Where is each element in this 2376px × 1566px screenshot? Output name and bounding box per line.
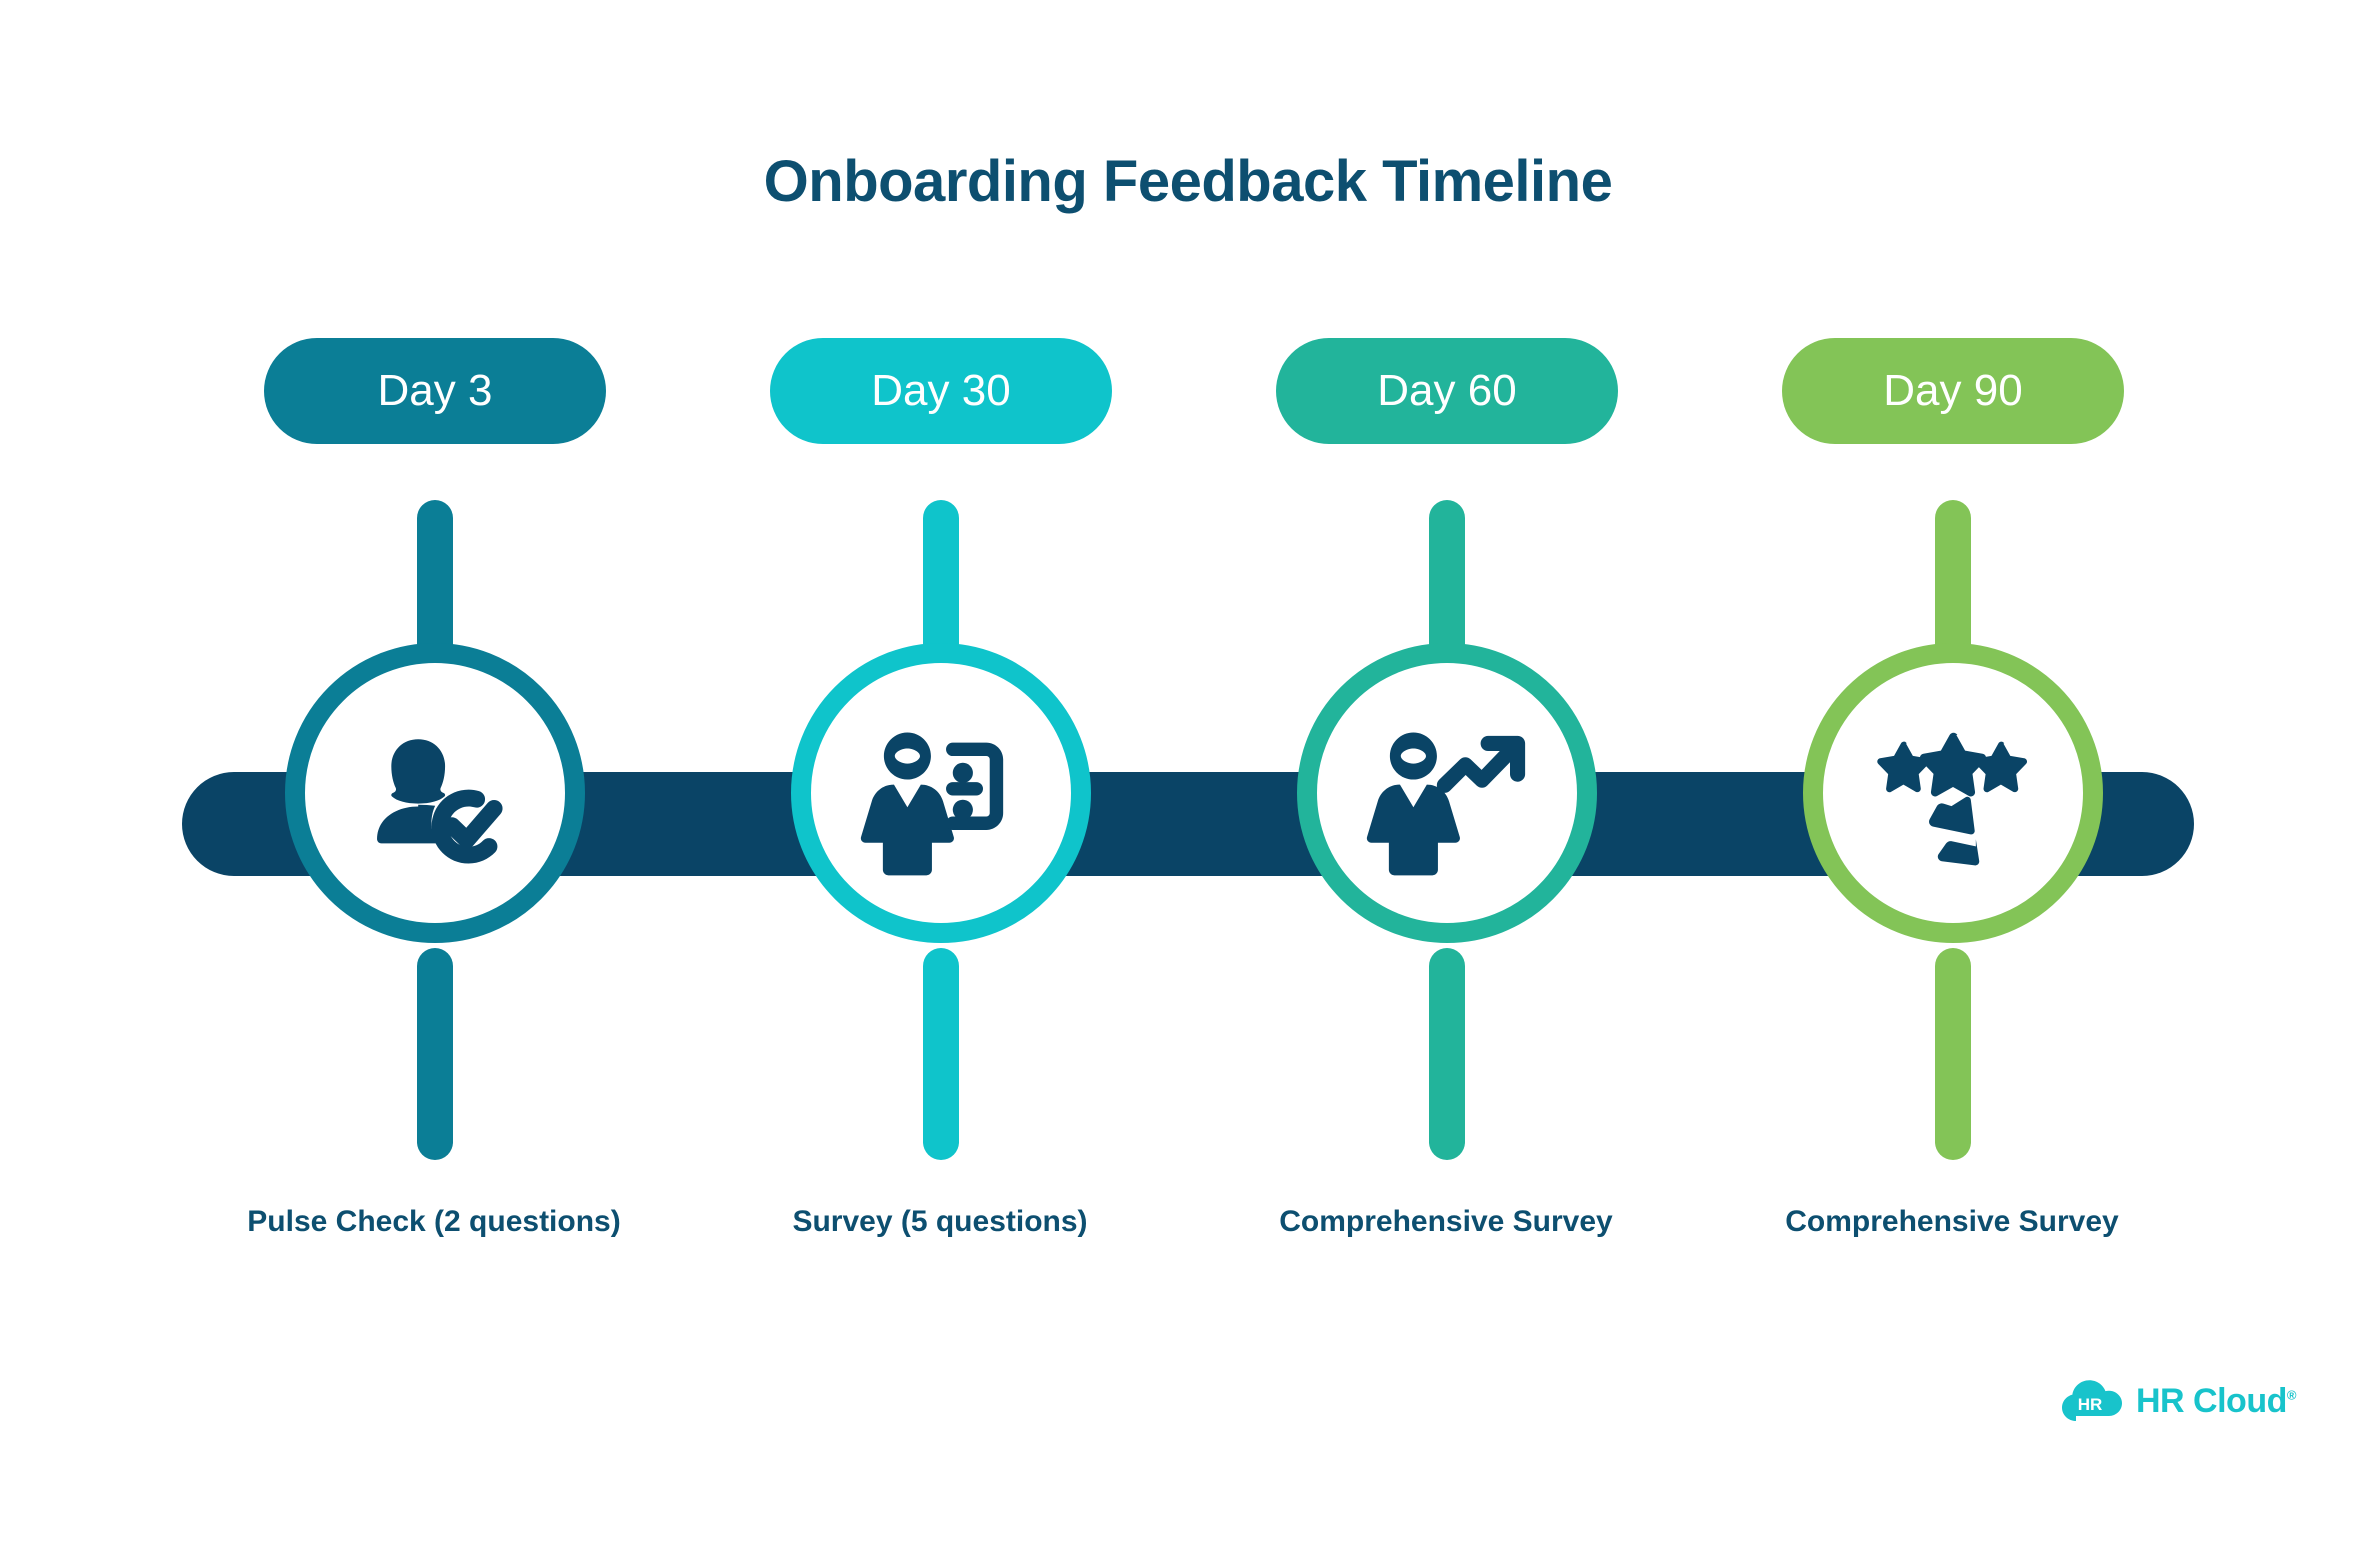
hr-cloud-logo[interactable]: HR HR Cloud®: [2060, 1378, 2296, 1424]
stage-node-circle[interactable]: [285, 643, 585, 943]
stage-stem-bottom: [1935, 948, 1971, 1160]
stage-caption: Comprehensive Survey: [1785, 1205, 2119, 1238]
logo-word-text: HR Cloud: [2136, 1381, 2287, 1420]
stage-stem-bottom: [1429, 948, 1465, 1160]
stage-caption: Pulse Check (2 questions): [247, 1205, 621, 1238]
timeline-stage-day-30: Day 30 Survey (5 questions): [690, 0, 1190, 1566]
stage-node-circle[interactable]: [1297, 643, 1597, 943]
stage-pill-day-3[interactable]: Day 3: [264, 338, 606, 444]
timeline-stage-day-60: Day 60 Comprehensive Survey: [1196, 0, 1696, 1566]
stage-stem-bottom: [923, 948, 959, 1160]
person-growth-icon: [1363, 709, 1531, 877]
stars-rating-icon: [1869, 709, 2037, 877]
stage-node-circle[interactable]: [1803, 643, 2103, 943]
logo-wordmark: HR Cloud®: [2136, 1382, 2296, 1421]
stage-pill-day-90[interactable]: Day 90: [1782, 338, 2124, 444]
stage-pill-day-30[interactable]: Day 30: [770, 338, 1112, 444]
stage-caption: Survey (5 questions): [792, 1205, 1088, 1238]
stage-pill-day-60[interactable]: Day 60: [1276, 338, 1618, 444]
person-survey-icon: [857, 709, 1025, 877]
stage-caption: Comprehensive Survey: [1279, 1205, 1613, 1238]
stage-node-circle[interactable]: [791, 643, 1091, 943]
timeline-stage-day-3: Day 3 Pulse Check (2 questions): [184, 0, 684, 1566]
cloud-icon: HR: [2060, 1378, 2122, 1424]
svg-text:HR: HR: [2078, 1395, 2103, 1414]
page-title: Onboarding Feedback Timeline: [763, 149, 1613, 214]
registered-mark: ®: [2286, 1387, 2297, 1403]
person-check-icon: [351, 709, 519, 877]
timeline-stage-day-90: Day 90 Comprehensive Survey: [1702, 0, 2202, 1566]
stage-stem-bottom: [417, 948, 453, 1160]
